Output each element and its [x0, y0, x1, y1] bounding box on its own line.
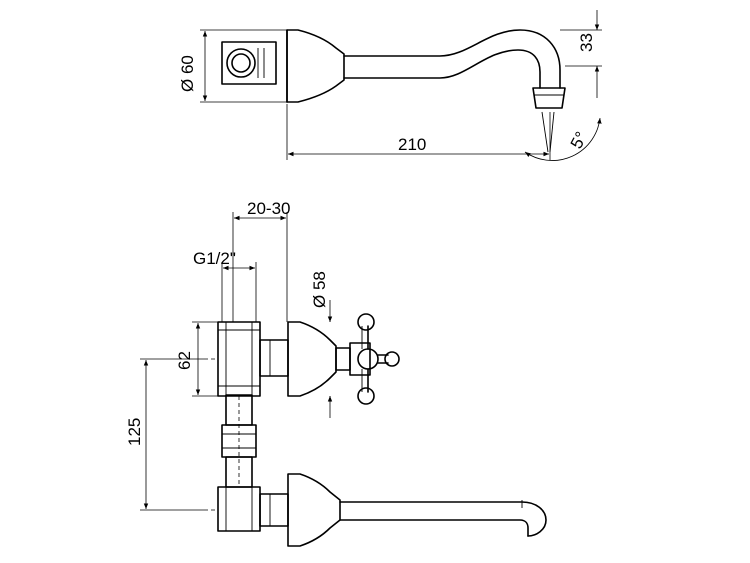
- dim-center-distance: 125: [125, 418, 144, 446]
- top-spout: [343, 29, 561, 89]
- top-view: Ø 60 33 210 5°: [178, 10, 602, 161]
- top-inlet-connector: [221, 41, 277, 85]
- upper-union: [217, 321, 289, 397]
- bottom-view: 20-30 G1/2" Ø 58 62 125: [125, 199, 547, 547]
- dim-top-height: 33: [577, 33, 596, 52]
- lower-escutcheon: [287, 473, 341, 547]
- dim-top-diameter: Ø 60: [178, 55, 197, 92]
- dim-offset-range: 20-30: [247, 199, 290, 218]
- dim-body-height: 62: [175, 351, 194, 370]
- dim-top-length: 210: [398, 135, 426, 154]
- top-escutcheon: [286, 29, 345, 103]
- upper-escutcheon: [287, 321, 337, 397]
- dim-top-angle: 5°: [567, 129, 591, 152]
- lower-tee: [217, 486, 289, 532]
- dim-handle-diameter: Ø 58: [310, 271, 329, 308]
- cross-handle: [335, 313, 400, 405]
- top-aerator: [532, 87, 566, 109]
- dim-thread: G1/2": [193, 249, 236, 268]
- lower-spout: [339, 500, 547, 537]
